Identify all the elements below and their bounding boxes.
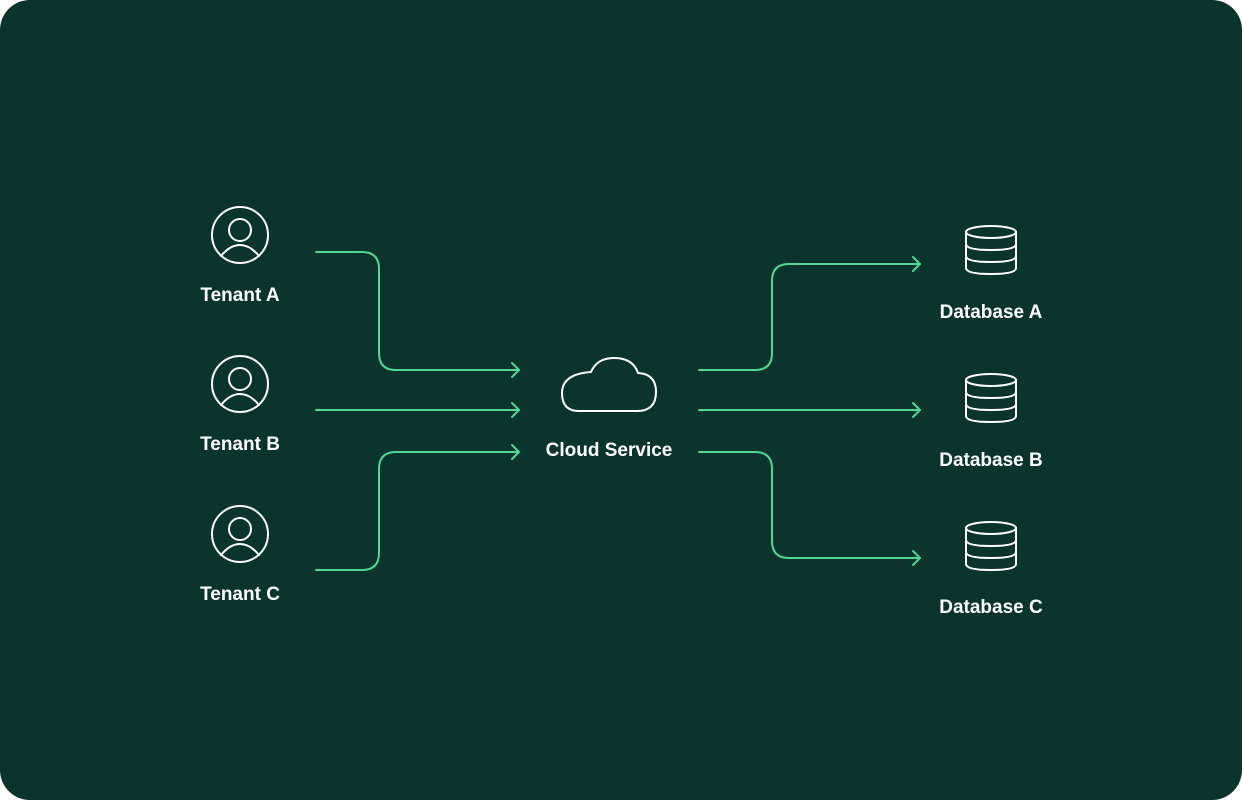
database-b-label: Database B bbox=[939, 450, 1043, 471]
user-circle-icon bbox=[211, 206, 269, 264]
database-icon bbox=[965, 225, 1017, 275]
arrowhead-icon bbox=[912, 402, 921, 418]
tenant-c-label: Tenant C bbox=[200, 584, 280, 605]
database-a-label: Database A bbox=[939, 302, 1043, 323]
connector-tenant-a-to-service bbox=[315, 251, 520, 371]
connector-service-to-database-a bbox=[698, 263, 921, 371]
cloud-icon bbox=[561, 357, 657, 412]
database-icon bbox=[965, 521, 1017, 571]
arrowhead-icon bbox=[511, 402, 520, 418]
cloud-service-label: Cloud Service bbox=[545, 440, 673, 461]
arrowhead-icon bbox=[511, 362, 520, 378]
tenant-a-label: Tenant A bbox=[200, 285, 280, 306]
user-circle-icon bbox=[211, 505, 269, 563]
database-icon bbox=[965, 373, 1017, 423]
arrowhead-icon bbox=[912, 550, 921, 566]
tenant-b-label: Tenant B bbox=[200, 434, 280, 455]
database-c-label: Database C bbox=[939, 597, 1043, 618]
user-circle-icon bbox=[211, 355, 269, 413]
arrowhead-icon bbox=[511, 444, 520, 460]
connector-tenant-c-to-service bbox=[315, 451, 520, 571]
connector-service-to-database-c bbox=[698, 451, 921, 559]
arrowhead-icon bbox=[912, 256, 921, 272]
